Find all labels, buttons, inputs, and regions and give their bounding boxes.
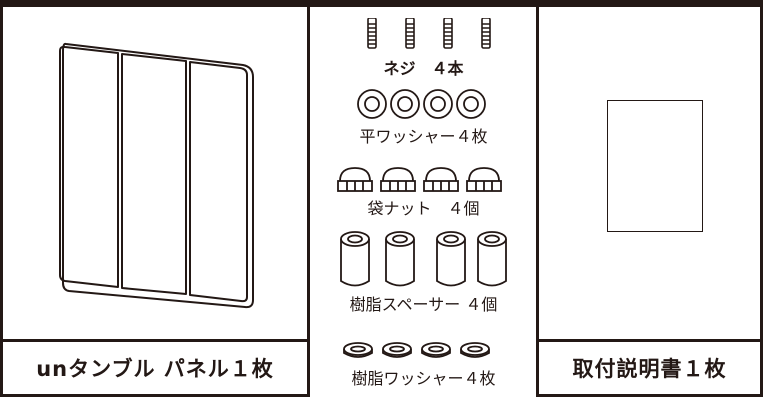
manual-caption-divider <box>536 339 763 342</box>
panel-caption-divider <box>0 339 310 342</box>
right-border <box>760 0 763 397</box>
manual-sheet-icon <box>607 100 703 232</box>
left-border <box>0 0 3 397</box>
rocker-middle <box>121 53 187 295</box>
flat-washer-label: 平ワッシャー４枚 <box>359 127 488 146</box>
divider-right <box>536 0 539 397</box>
divider-left <box>307 0 310 397</box>
cap-nut-icon <box>310 167 537 193</box>
parts-cell: ネジ ４本 平ワッシャー４枚 <box>310 7 537 394</box>
panel-back-edge <box>62 42 254 309</box>
cap-nut-label: 袋ナット ４個 <box>367 199 480 218</box>
manual-cell <box>539 7 760 339</box>
resin-spacer-label: 樹脂スペーサー ４個 <box>349 295 498 314</box>
resin-washer-label: 樹脂ワッシャー４枚 <box>351 369 496 388</box>
bottom-border-right <box>536 394 763 397</box>
switch-panel-illustration <box>59 42 254 309</box>
screw-icon <box>310 18 537 52</box>
resin-spacer-icon <box>310 230 537 288</box>
top-border <box>0 0 763 7</box>
bottom-border-left <box>0 394 310 397</box>
manual-caption: 取付説明書１枚 <box>572 357 727 381</box>
flat-washer-icon <box>310 88 537 120</box>
resin-washer-icon <box>310 341 537 361</box>
screw-label: ネジ ４本 <box>383 59 464 78</box>
rocker-right <box>189 61 248 303</box>
rocker-left <box>59 45 119 288</box>
panel-caption: unタンブル パネル１枚 <box>36 357 274 381</box>
panel-cell <box>3 7 307 339</box>
